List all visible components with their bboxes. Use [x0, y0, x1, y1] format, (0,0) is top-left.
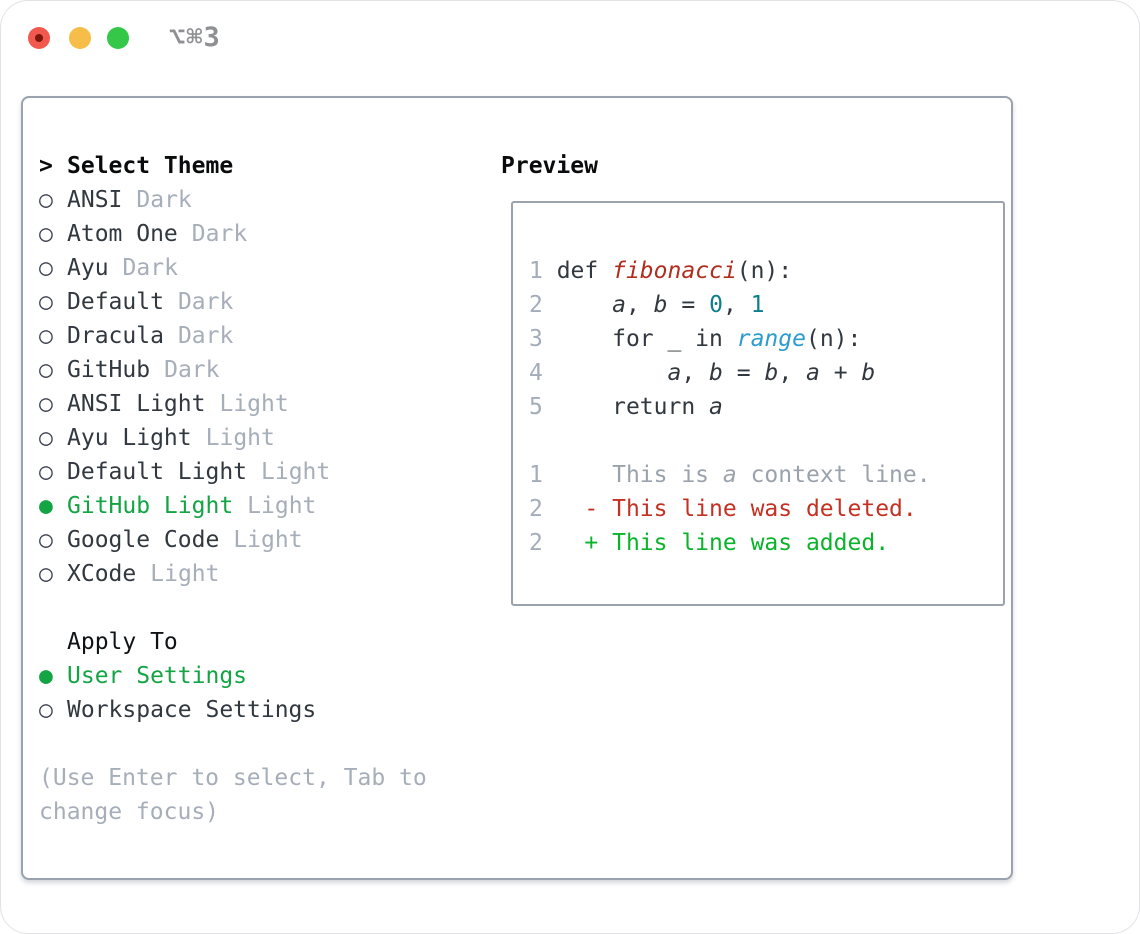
preview-diff-context-line: 1 This is a context line.	[529, 462, 931, 488]
select-theme-header: > Select Theme	[39, 149, 427, 183]
radio-icon: ○	[39, 527, 53, 553]
preview-code-line-2: 2 a, b = 0, 1	[529, 292, 765, 318]
radio-icon: ○	[39, 323, 53, 349]
window-title: ⌥⌘3	[169, 22, 221, 53]
theme-item-github-dark[interactable]: ○ GitHub Dark	[39, 353, 427, 387]
preview-code-line-1: 1 def fibonacci(n):	[529, 258, 793, 284]
radio-icon: ○	[39, 697, 53, 723]
theme-item-ayu-light[interactable]: ○ Ayu Light Light	[39, 421, 427, 455]
radio-selected-icon: ●	[39, 663, 53, 689]
variant-tag: Light	[150, 561, 220, 587]
variant-tag: Light	[261, 459, 331, 485]
spacer	[39, 727, 427, 761]
radio-icon: ○	[39, 255, 53, 281]
spacer	[39, 591, 427, 625]
theme-item-ansi-dark[interactable]: ○ ANSI Dark	[39, 183, 427, 217]
theme-item-default-dark[interactable]: ○ Default Dark	[39, 285, 427, 319]
preview-diff-added-line: 2 + This line was added.	[529, 530, 890, 556]
help-text-line2: change focus)	[39, 799, 220, 825]
variant-tag: Dark	[191, 221, 248, 247]
apply-to-header: Apply To	[67, 629, 178, 655]
preview-code-line-5: 5 return a	[529, 394, 723, 420]
variant-tag: Light	[233, 527, 303, 553]
apply-to-workspace-settings[interactable]: ○ Workspace Settings	[39, 693, 427, 727]
preview-code-line-4: 4 a, b = b, a + b	[529, 360, 876, 386]
preview-blank-line	[529, 424, 1003, 458]
select-theme-title: Select Theme	[67, 153, 234, 179]
radio-icon: ○	[39, 357, 53, 383]
theme-list: > Select Theme ○ ANSI Dark ○ Atom One Da…	[39, 149, 427, 829]
unsaved-dot-icon	[35, 34, 43, 42]
radio-selected-icon: ●	[39, 493, 53, 519]
zoom-button[interactable]	[107, 27, 129, 49]
theme-item-github-light[interactable]: ● GitHub Light Light	[39, 489, 427, 523]
theme-item-xcode-light[interactable]: ○ XCode Light	[39, 557, 427, 591]
variant-tag: Dark	[177, 323, 234, 349]
variant-tag: Dark	[136, 187, 192, 213]
radio-icon: ○	[39, 221, 53, 247]
variant-tag: Light	[205, 425, 275, 451]
apply-to-user-settings[interactable]: ● User Settings	[39, 659, 427, 693]
theme-item-dracula-dark[interactable]: ○ Dracula Dark	[39, 319, 427, 353]
close-button[interactable]	[28, 27, 50, 49]
variant-tag: Light	[247, 493, 317, 519]
variant-tag: Light	[219, 391, 289, 417]
theme-item-atom-one-dark[interactable]: ○ Atom One Dark	[39, 217, 427, 251]
radio-icon: ○	[39, 561, 53, 587]
preview-pane: 1 def fibonacci(n): 2 a, b = 0, 1 3 for …	[511, 201, 1005, 606]
minimize-button[interactable]	[69, 27, 91, 49]
radio-icon: ○	[39, 391, 53, 417]
theme-item-default-light[interactable]: ○ Default Light Light	[39, 455, 427, 489]
theme-item-google-code-light[interactable]: ○ Google Code Light	[39, 523, 427, 557]
help-text-line1: (Use Enter to select, Tab to	[39, 765, 427, 791]
radio-icon: ○	[39, 425, 53, 451]
preview-title: Preview	[501, 153, 598, 179]
variant-tag: Dark	[177, 289, 234, 315]
preview-diff-deleted-line: 2 - This line was deleted.	[529, 496, 917, 522]
variant-tag: Dark	[122, 255, 178, 281]
theme-item-ansi-light[interactable]: ○ ANSI Light Light	[39, 387, 427, 421]
radio-icon: ○	[39, 187, 53, 213]
theme-item-ayu-dark[interactable]: ○ Ayu Dark	[39, 251, 427, 285]
variant-tag: Dark	[164, 357, 220, 383]
cursor-icon: >	[39, 153, 53, 179]
preview-code-line-3: 3 for _ in range(n):	[529, 326, 862, 352]
radio-icon: ○	[39, 459, 53, 485]
radio-icon: ○	[39, 289, 53, 315]
titlebar: ⌥⌘3	[1, 1, 1139, 75]
